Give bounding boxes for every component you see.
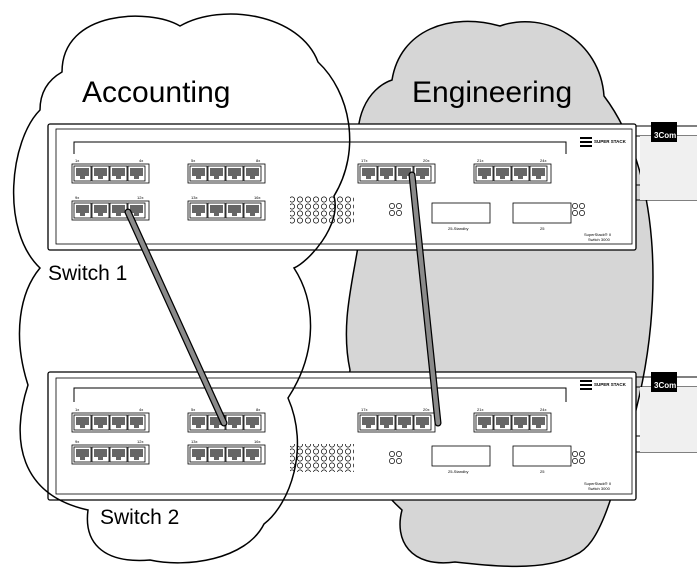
port-label: 12x bbox=[137, 439, 143, 444]
model-name: SuperStack® II bbox=[584, 481, 611, 486]
port-label: 9x bbox=[75, 439, 79, 444]
module-label: 25-Standby bbox=[448, 469, 468, 474]
brand-logo-1: 3Com bbox=[651, 122, 677, 142]
svg-text:3Com: 3Com bbox=[654, 131, 676, 140]
engineering-group-label: Engineering bbox=[412, 76, 573, 109]
port-label: 4x bbox=[139, 407, 143, 412]
model-sub: Switch 3000 bbox=[588, 486, 611, 491]
port-label: 13x bbox=[191, 439, 197, 444]
module-label: 25-Standby bbox=[448, 226, 468, 231]
port-label: 16x bbox=[254, 195, 260, 200]
port-label: 4x bbox=[139, 158, 143, 163]
brand-logo-2: 3Com bbox=[651, 372, 677, 392]
switch-2-label: Switch 2 bbox=[100, 506, 180, 529]
port-label: 17x bbox=[361, 407, 367, 412]
port-label: 24x bbox=[540, 158, 546, 163]
superstack-text: SUPER STACK bbox=[594, 139, 627, 144]
accounting-group-label: Accounting bbox=[82, 76, 231, 109]
model-name: SuperStack® II bbox=[584, 232, 611, 237]
port-label: 17x bbox=[361, 158, 367, 163]
module-label: 25 bbox=[540, 226, 545, 231]
port-label: 20x bbox=[423, 407, 429, 412]
accounting-group-cloud bbox=[13, 13, 351, 564]
module-label: 25 bbox=[540, 469, 545, 474]
superstack-text: SUPER STACK bbox=[594, 382, 627, 387]
port-label: 21x bbox=[477, 407, 483, 412]
port-label: 12x bbox=[137, 195, 143, 200]
superstack-logo: SUPER STACK bbox=[580, 380, 627, 390]
switch-1-label: Switch 1 bbox=[48, 262, 128, 285]
port-label: 16x bbox=[254, 439, 260, 444]
port-label: 5x bbox=[191, 407, 195, 412]
port-label: 5x bbox=[191, 158, 195, 163]
switch-2 bbox=[47, 371, 697, 501]
port-label: 1x bbox=[75, 407, 79, 412]
port-label: 8x bbox=[256, 407, 260, 412]
port-label: 9x bbox=[75, 195, 79, 200]
port-label: 8x bbox=[256, 158, 260, 163]
port-label: 24x bbox=[540, 407, 546, 412]
model-sub: Switch 3000 bbox=[588, 237, 611, 242]
port-label: 1x bbox=[75, 158, 79, 163]
switch-1 bbox=[47, 123, 697, 251]
svg-text:3Com: 3Com bbox=[654, 381, 676, 390]
superstack-logo: SUPER STACK bbox=[580, 137, 627, 147]
port-label: 21x bbox=[477, 158, 483, 163]
port-label: 13x bbox=[191, 195, 197, 200]
port-label: 20x bbox=[423, 158, 429, 163]
